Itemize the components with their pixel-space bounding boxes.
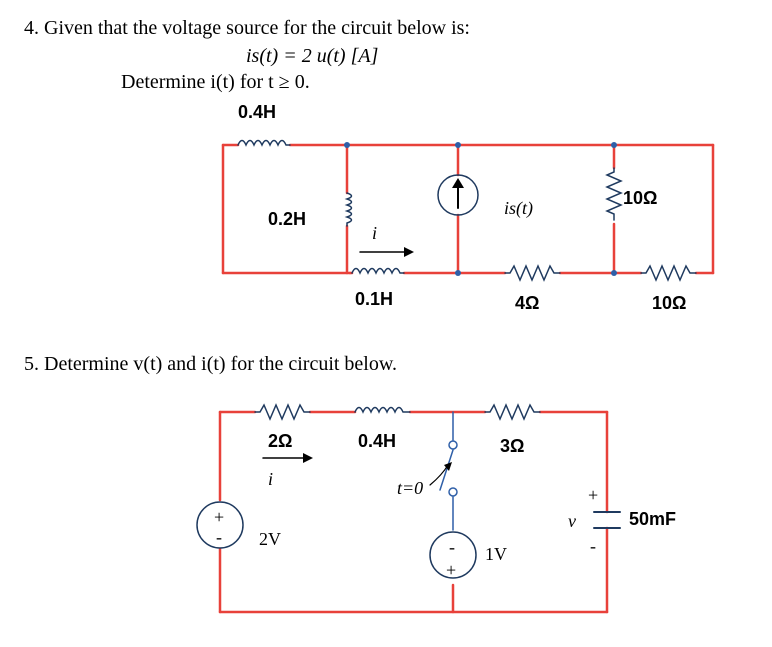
voltage-source-2V [196,501,244,549]
circuit-5 [196,403,621,614]
resistor-2ohm [254,403,311,421]
inductor-0.2H [344,192,353,227]
label-switch-time: t=0 [397,478,424,498]
label-L-0.2H: 0.2H [268,209,307,229]
label-R-10ohm-vertical: 10Ω [623,188,658,208]
cap-minus: - [590,536,596,556]
resistor-10ohm-vertical [605,167,623,221]
capacitor-50mF [593,511,621,529]
label-R-3ohm: 3Ω [500,436,525,456]
resistor-10ohm-bottom [640,264,697,282]
src1V-minus: - [449,537,455,557]
wires-5 [218,410,609,614]
resistor-3ohm [484,403,541,421]
src2V-minus: - [216,527,222,547]
problem4-heading: 4. Given that the voltage source for the… [24,17,470,39]
inductor-0.1H [351,267,405,275]
label-L-0.4H: 0.4H [358,431,397,451]
label-cap-v: v [568,511,576,531]
problem5-heading: 5. Determine v(t) and i(t) for the circu… [24,353,398,375]
label-R-4ohm: 4Ω [515,293,540,313]
circuit-4 [221,139,715,282]
label-src-2V: 2V [259,529,281,549]
label-source-is: is(t) [504,198,533,218]
src2V-plus: + [214,507,225,527]
resistor-4ohm [504,264,561,282]
wires-4 [221,143,715,275]
current-source-is [437,174,479,216]
label-R-2ohm: 2Ω [268,431,293,451]
src1V-plus: + [446,560,457,580]
label-current-i-4: i [372,223,378,243]
problem4-equation: is(t) = 2 u(t) [A] [246,45,379,67]
problem4-determine: Determine i(t) for t ≥ 0. [121,71,310,93]
inductor-0.4H-top [237,139,291,147]
cap-plus: + [588,485,599,505]
label-src-1V: 1V [485,544,507,564]
inductor-0.4H [354,406,411,414]
label-R-10ohm-bottom: 10Ω [652,293,687,313]
voltage-source-1V [429,531,477,579]
switch [439,411,458,531]
label-L-0.1H: 0.1H [355,289,394,309]
nodes-4 [344,142,617,276]
label-cap-50mF: 50mF [629,509,677,529]
label-current-i-5: i [268,469,274,489]
label-L-0.4H-top: 0.4H [238,102,277,122]
